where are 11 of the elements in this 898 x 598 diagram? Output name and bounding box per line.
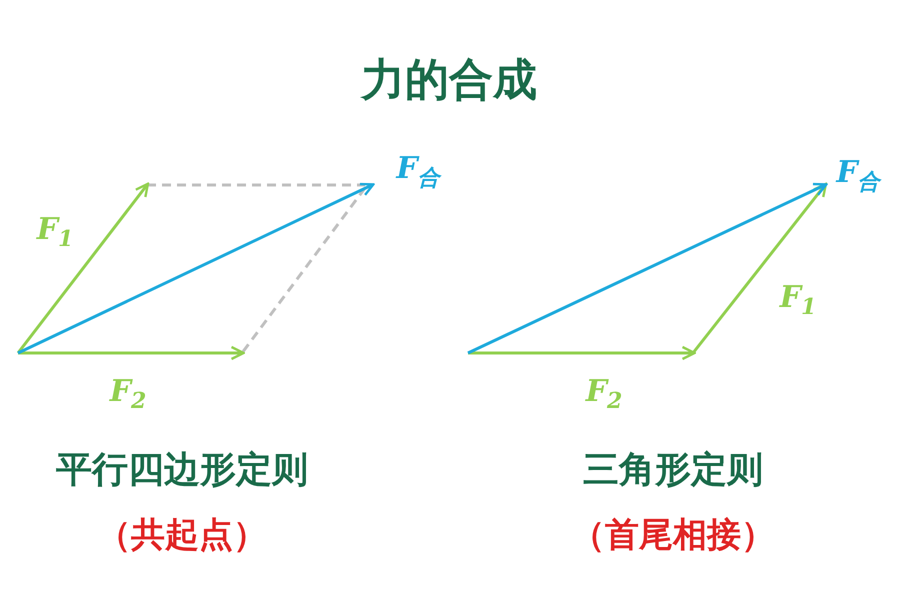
vector-label: F$_{1}$	[36, 212, 74, 252]
title: 力的合成	[361, 54, 537, 108]
vector-label: F$_{合}$	[836, 155, 880, 197]
vector-label: F$_{合}$	[396, 151, 440, 193]
vector-label: F$_{1}$	[780, 280, 816, 320]
vector-label: F$_{2}$	[586, 374, 622, 414]
rule-name: 三角形定则	[583, 448, 763, 492]
rule-note: （首尾相接）	[571, 514, 775, 557]
vector-label: F$_{2}$	[110, 374, 146, 414]
rule-name: 平行四边形定则	[56, 448, 308, 492]
rule-note: （共起点）	[97, 514, 267, 557]
